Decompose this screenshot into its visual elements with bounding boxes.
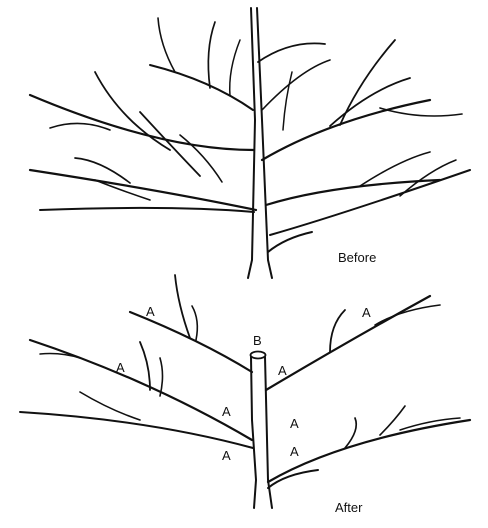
before-branch-right-top-b (262, 60, 330, 110)
after-branch-left-2d (40, 354, 80, 359)
before-branch-left-top-b (208, 22, 215, 88)
after-branch-right-1 (266, 296, 430, 390)
after-labels: A A A A A A A A A B (116, 304, 371, 463)
before-branch-right-1 (262, 100, 430, 160)
after-branch-left-1c (192, 306, 197, 340)
label-a-right-top: A (362, 305, 371, 320)
before-branch-left-top (150, 65, 253, 110)
label-a-left-upper: A (116, 360, 125, 375)
after-trunk-cut-b (251, 352, 266, 359)
label-b-leader-cut: B (253, 333, 262, 348)
after-branch-left-1b (175, 275, 190, 338)
before-caption: Before (338, 250, 376, 265)
after-branch-right-2c (380, 406, 405, 435)
before-branch-right-upright (340, 40, 395, 125)
before-branch-left-1c (50, 123, 110, 130)
label-a-right-near-trunk: A (278, 363, 287, 378)
before-trunk-flare (268, 232, 312, 252)
before-branch-left-3b (95, 180, 150, 200)
after-branch-left-2c (160, 358, 163, 396)
after-caption: After (335, 500, 363, 515)
before-branch-left-2 (30, 170, 256, 210)
after-branch-left-3 (20, 412, 253, 448)
label-a-left-mid: A (222, 404, 231, 419)
after-branch-left-1 (130, 312, 252, 372)
before-branch-right-upright-b (283, 72, 292, 130)
label-a-top-left: A (146, 304, 155, 319)
before-branch-left-top-d (230, 40, 240, 96)
before-branch-left-3 (40, 208, 254, 212)
after-branch-left-3b (80, 392, 140, 420)
label-a-right-low: A (290, 444, 299, 459)
after-tree (20, 275, 470, 508)
before-branch-right-top (258, 43, 325, 62)
before-branch-left-1 (30, 95, 254, 150)
before-branch-left-mid-b (180, 135, 222, 182)
before-tree (30, 8, 470, 278)
label-a-right-mid: A (290, 416, 299, 431)
after-branch-right-2b (345, 418, 356, 448)
label-a-left-low: A (222, 448, 231, 463)
before-branch-left-top-c (158, 18, 175, 72)
